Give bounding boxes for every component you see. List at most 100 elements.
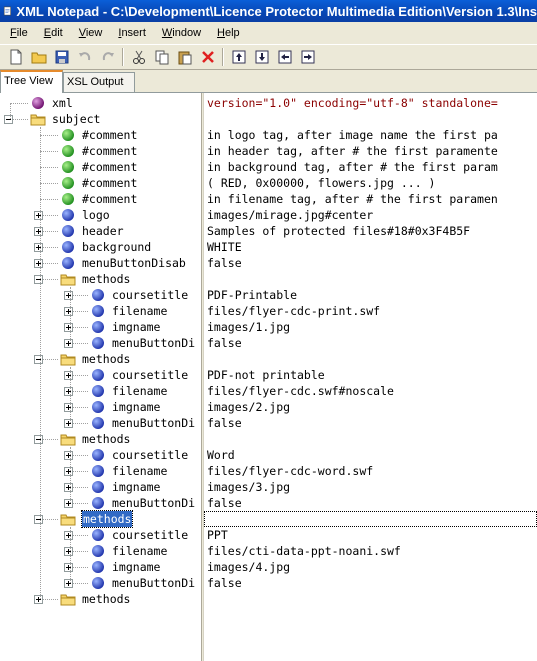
expand-toggle[interactable] [64,419,73,428]
tree-node-row[interactable]: menuButtonDi [0,495,201,511]
collapse-toggle[interactable] [34,275,43,284]
value-row[interactable]: files/flyer-cdc-word.swf [204,463,537,479]
node-value[interactable]: Samples of protected files#18#0x3F4B5F [207,224,471,238]
pane-splitter[interactable] [201,93,204,661]
menu-file[interactable]: File [2,23,36,43]
tree-node-row[interactable]: methods [0,591,201,607]
value-row[interactable] [204,111,537,127]
menu-window[interactable]: Window [154,23,209,43]
nudge-up-button[interactable] [227,46,250,68]
undo-button[interactable] [73,46,96,68]
expand-toggle[interactable] [34,595,43,604]
tree-node-row[interactable]: background [0,239,201,255]
node-value[interactable]: images/1.jpg [207,320,291,334]
value-row[interactable]: PDF-not printable [204,367,537,383]
node-value[interactable]: version="1.0" encoding="utf-8" standalon… [207,96,498,110]
new-file-button[interactable] [4,46,27,68]
node-value[interactable]: false [207,256,242,270]
tree-node-row[interactable]: menuButtonDisab [0,255,201,271]
value-row[interactable]: PDF-Printable [204,287,537,303]
tree-node-label[interactable]: imgname [112,320,161,334]
expand-toggle[interactable] [64,323,73,332]
node-value[interactable]: files/flyer-cdc-word.swf [207,464,374,478]
collapse-toggle[interactable] [34,355,43,364]
delete-button[interactable] [196,46,219,68]
tree-node-label[interactable]: coursetitle [112,368,189,382]
node-value[interactable]: false [207,576,242,590]
expand-toggle[interactable] [64,291,73,300]
value-row[interactable]: images/1.jpg [204,319,537,335]
expand-toggle[interactable] [64,387,73,396]
value-row[interactable]: images/mirage.jpg#center [204,207,537,223]
node-value[interactable]: PDF-not printable [207,368,325,382]
tree-node-row[interactable]: filename [0,463,201,479]
tree-node-row[interactable]: methods [0,431,201,447]
collapse-toggle[interactable] [4,115,13,124]
value-row[interactable]: images/3.jpg [204,479,537,495]
value-row[interactable]: in background tag, after # the first par… [204,159,537,175]
node-value[interactable]: files/flyer-cdc.swf#noscale [207,384,394,398]
tree-node-label[interactable]: methods [82,352,131,366]
node-value[interactable]: in background tag, after # the first par… [207,160,498,174]
tree-node-row[interactable]: coursetitle [0,527,201,543]
tree-node-label[interactable]: #comment [82,144,138,158]
node-value[interactable]: ( RED, 0x00000, flowers.jpg ... ) [207,176,436,190]
node-value[interactable]: images/4.jpg [207,560,291,574]
expand-toggle[interactable] [34,211,43,220]
tree-node-row[interactable]: subject [0,111,201,127]
menu-view[interactable]: View [71,23,111,43]
node-value[interactable]: WHITE [207,240,242,254]
expand-toggle[interactable] [64,547,73,556]
expand-toggle[interactable] [64,371,73,380]
node-value[interactable]: false [207,336,242,350]
nudge-right-button[interactable] [296,46,319,68]
tree-node-label[interactable]: filename [112,384,168,398]
value-row[interactable]: files/cti-data-ppt-noani.swf [204,543,537,559]
tree-node-label[interactable]: header [82,224,124,238]
tree-node-label[interactable]: filename [112,464,168,478]
tree-node-label[interactable]: menuButtonDi [112,496,196,510]
node-value[interactable]: in header tag, after # the first paramen… [207,144,498,158]
value-row[interactable]: false [204,255,537,271]
tree-node-row[interactable]: filename [0,543,201,559]
value-row[interactable]: in logo tag, after image name the first … [204,127,537,143]
expand-toggle[interactable] [64,483,73,492]
node-value[interactable]: Word [207,448,235,462]
value-row[interactable]: WHITE [204,239,537,255]
tree-node-label[interactable]: imgname [112,400,161,414]
tree-node-row[interactable]: imgname [0,319,201,335]
value-row[interactable]: false [204,575,537,591]
tree-node-row[interactable]: coursetitle [0,287,201,303]
value-row[interactable]: images/2.jpg [204,399,537,415]
expand-toggle[interactable] [64,531,73,540]
tree-node-label[interactable]: #comment [82,176,138,190]
tree-node-row[interactable]: menuButtonDi [0,335,201,351]
tree-node-row[interactable]: imgname [0,399,201,415]
node-value[interactable]: images/2.jpg [207,400,291,414]
node-value[interactable]: in logo tag, after image name the first … [207,128,498,142]
tree-node-label[interactable]: logo [82,208,110,222]
tree-node-row[interactable]: #comment [0,191,201,207]
tree-node-row[interactable]: filename [0,303,201,319]
expand-toggle[interactable] [64,307,73,316]
tree-node-label[interactable]: background [82,240,152,254]
tree-node-label[interactable]: coursetitle [112,528,189,542]
expand-toggle[interactable] [34,259,43,268]
node-value[interactable]: files/cti-data-ppt-noani.swf [207,544,401,558]
expand-toggle[interactable] [64,339,73,348]
tree-node-row[interactable]: imgname [0,479,201,495]
value-row[interactable] [204,271,537,287]
value-row[interactable]: PPT [204,527,537,543]
tree-node-label[interactable]: imgname [112,480,161,494]
tree-node-label[interactable]: methods [82,272,131,286]
tree-node-row[interactable]: header [0,223,201,239]
value-row[interactable]: ( RED, 0x00000, flowers.jpg ... ) [204,175,537,191]
tree-node-row[interactable]: methods [0,351,201,367]
value-row[interactable]: Word [204,447,537,463]
tree-node-label[interactable]: subject [52,112,101,126]
tree-node-label[interactable]: coursetitle [112,448,189,462]
node-value[interactable]: images/3.jpg [207,480,291,494]
expand-toggle[interactable] [64,499,73,508]
node-value[interactable]: false [207,416,242,430]
